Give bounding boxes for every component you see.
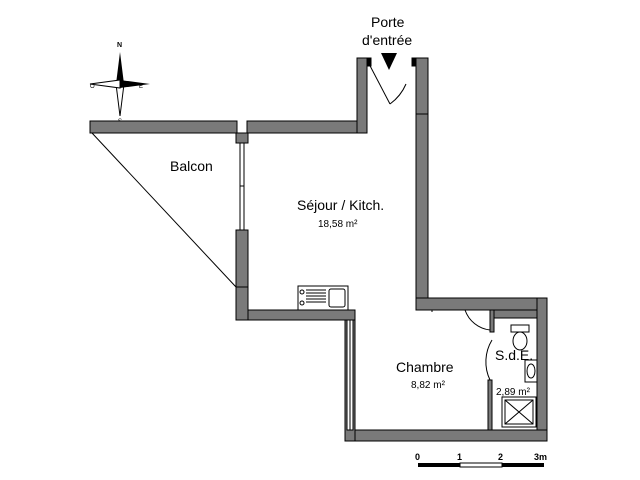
scale-tick-0: 0 [415, 452, 420, 462]
room-name-balcony: Balcon [170, 158, 213, 174]
wall-top-living [246, 120, 368, 134]
compass-rose: N S E O [89, 42, 150, 125]
washbasin [524, 359, 538, 383]
wall-top-balcony [89, 120, 238, 134]
compass-needle-se [118, 82, 134, 98]
wall-bath-partition [487, 379, 493, 431]
compass-needle-east [120, 80, 150, 88]
entrance-label-line2: d'entrée [362, 32, 412, 48]
wall-entrance-left [356, 57, 368, 134]
entrance-label-line1: Porte [371, 14, 405, 30]
wall-bath-inner-top [493, 309, 538, 319]
bedroom-window [346, 319, 354, 431]
room-area-bedroom: 8,82 m² [411, 380, 446, 391]
entrance-door [366, 57, 417, 105]
scale-tick-2: 2 [498, 452, 503, 462]
wall-entrance-right [415, 57, 429, 115]
room-area-living: 18,58 m² [318, 219, 358, 230]
scale-tick-3: 3m [534, 452, 547, 462]
room-name-bedroom: Chambre [396, 359, 454, 375]
compass-needle-sw [106, 82, 122, 98]
wall-living-bottom [235, 309, 356, 321]
compass-north-label: N [117, 42, 122, 49]
room-name-living: Séjour / Kitch. [297, 197, 384, 213]
compass-needle-south [115, 83, 125, 117]
compass-needle-west [89, 79, 121, 89]
compass-needle-north [116, 52, 124, 84]
wall-right-exterior [536, 297, 548, 442]
kitchen-sink [297, 285, 349, 311]
compass-west-label: O [90, 84, 95, 90]
shower-tray [501, 396, 537, 428]
walls [89, 57, 548, 442]
room-area-bathroom: 2,89 m² [496, 387, 531, 398]
wall-bath-partition-top [489, 309, 495, 333]
wall-living-left-upper [235, 132, 249, 144]
bathroom-door [485, 339, 493, 381]
wall-bottom [344, 429, 548, 442]
entrance-arrow [381, 53, 397, 70]
scale-bar: 0 1 2 3m [415, 452, 547, 468]
balcony-window [239, 143, 245, 230]
toilet [510, 324, 530, 351]
wall-living-right [415, 113, 429, 311]
scale-tick-1: 1 [457, 452, 462, 462]
wall-living-left [235, 229, 249, 321]
bedroom-door [431, 309, 491, 331]
wall-top-bedroom [415, 297, 548, 311]
compass-east-label: E [139, 84, 143, 90]
room-name-bathroom: S.d.E. [495, 347, 533, 363]
balcony [91, 132, 248, 288]
